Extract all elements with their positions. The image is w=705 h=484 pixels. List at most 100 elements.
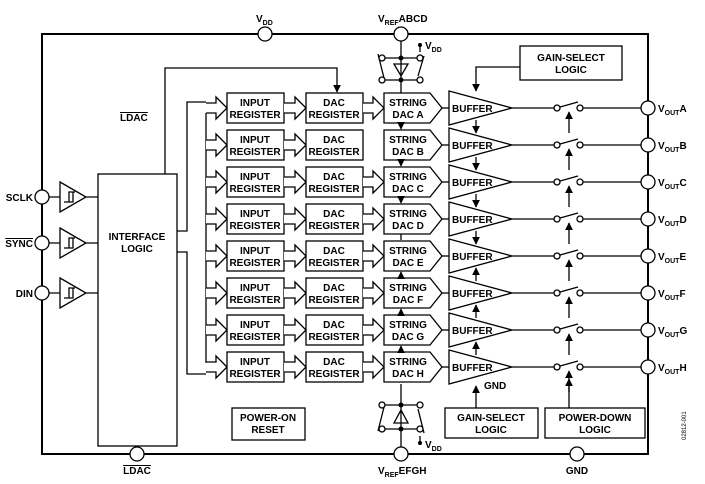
data-arrow: [284, 206, 307, 232]
input-register-label: REGISTER: [229, 332, 281, 343]
output-buffer: [448, 312, 515, 348]
data-arrow: [284, 317, 307, 343]
buffer-label: BUFFER: [452, 252, 493, 263]
bus-arrow: [206, 95, 228, 121]
vout-label: VOUTG: [658, 326, 687, 339]
vref-abcd-switch-network: VDD: [377, 41, 442, 94]
string-dac-label: DAC H: [392, 369, 424, 380]
gain-select-bottom-label-2: LOGIC: [475, 425, 507, 436]
vout-pin: [640, 211, 656, 227]
dac-register: [305, 129, 364, 161]
power-on-reset-label: POWER-ON: [240, 413, 296, 424]
vout-pin: [640, 100, 656, 116]
dac-register-label: DAC: [323, 283, 345, 294]
dac-register-label: REGISTER: [308, 110, 360, 121]
data-arrow: [363, 354, 385, 380]
dac-register-label: DAC: [323, 246, 345, 257]
input-register-label: REGISTER: [229, 221, 281, 232]
dac-register-label: REGISTER: [308, 184, 360, 195]
input-register-label: REGISTER: [229, 295, 281, 306]
data-arrow: [363, 243, 385, 269]
vref-abcd-label: VREFABCD: [378, 14, 428, 27]
string-dac-label: STRING: [389, 135, 427, 146]
string-dac-label: STRING: [389, 98, 427, 109]
interface-logic-label: INTERFACE: [109, 232, 166, 243]
bus-upper: [177, 101, 206, 232]
power-down-switch: [512, 212, 641, 220]
string-dac-label: DAC C: [392, 184, 424, 195]
string-dac-label: DAC A: [392, 110, 423, 121]
vref-efgh-pin: [393, 446, 409, 462]
power-down-switch: [512, 249, 641, 257]
vout-label: VOUTD: [658, 215, 687, 228]
input-register-label: REGISTER: [229, 147, 281, 158]
power-down-switch: [512, 286, 641, 294]
input-register-label: REGISTER: [229, 369, 281, 380]
vdd-local-label-bottom: VDD: [425, 440, 442, 453]
data-arrow: [363, 317, 385, 343]
vout-pin: [640, 322, 656, 338]
sync-label: SYNC: [5, 239, 33, 250]
input-register-label: INPUT: [240, 357, 270, 368]
gain-select-logic-top: [519, 45, 623, 81]
din-input: DIN: [16, 276, 98, 310]
output-buffer: [448, 90, 515, 126]
output-buffer: [448, 201, 515, 237]
input-register-label: INPUT: [240, 135, 270, 146]
input-register: [226, 129, 285, 161]
bus-arrow: [206, 280, 228, 306]
buffer-label: BUFFER: [452, 178, 493, 189]
dac-register-label: REGISTER: [308, 221, 360, 232]
buffer-label: BUFFER: [452, 104, 493, 115]
string-dac: [383, 166, 443, 198]
input-register-label: INPUT: [240, 172, 270, 183]
bus-arrow: [206, 169, 228, 195]
dac-register-label: DAC: [323, 209, 345, 220]
input-register-label: INPUT: [240, 209, 270, 220]
input-register-label: INPUT: [240, 246, 270, 257]
string-dac-label: DAC B: [392, 147, 424, 158]
data-arrow: [284, 132, 307, 158]
buffer-gnd-label: GND: [484, 381, 506, 392]
vout-label: VOUTF: [658, 289, 686, 302]
sync-input: SYNC: [5, 226, 98, 260]
dac-register-label: REGISTER: [308, 332, 360, 343]
power-down-label-2: LOGIC: [579, 425, 611, 436]
buffer-label: BUFFER: [452, 363, 493, 374]
dac-register-label: REGISTER: [308, 147, 360, 158]
vdd-pin: [257, 26, 273, 42]
string-dac-label: DAC D: [392, 221, 424, 232]
data-arrow: [284, 169, 307, 195]
string-dac-label: STRING: [389, 172, 427, 183]
string-dac: [383, 314, 443, 346]
output-buffer: [448, 349, 515, 385]
bus-arrow: [206, 243, 228, 269]
vout-pin: [640, 285, 656, 301]
string-dac-label: STRING: [389, 209, 427, 220]
bus-lower: [177, 251, 206, 375]
dac-register-label: REGISTER: [308, 258, 360, 269]
vref-abcd-pin: [393, 26, 409, 42]
string-dac-label: STRING: [389, 283, 427, 294]
input-register: [226, 314, 285, 346]
input-register: [226, 277, 285, 309]
string-dac: [383, 203, 443, 235]
dac-register-label: DAC: [323, 357, 345, 368]
output-buffer: [448, 164, 515, 200]
buffer-label: BUFFER: [452, 289, 493, 300]
vout-pin: [640, 174, 656, 190]
input-register-label: REGISTER: [229, 110, 281, 121]
dac-register-label: REGISTER: [308, 369, 360, 380]
ldac-pin: [129, 446, 145, 462]
dac-register: [305, 240, 364, 272]
power-down-switch: [512, 101, 641, 109]
vout-pin: [640, 137, 656, 153]
string-dac: [383, 92, 443, 124]
input-register-label: INPUT: [240, 98, 270, 109]
dac-register: [305, 166, 364, 198]
